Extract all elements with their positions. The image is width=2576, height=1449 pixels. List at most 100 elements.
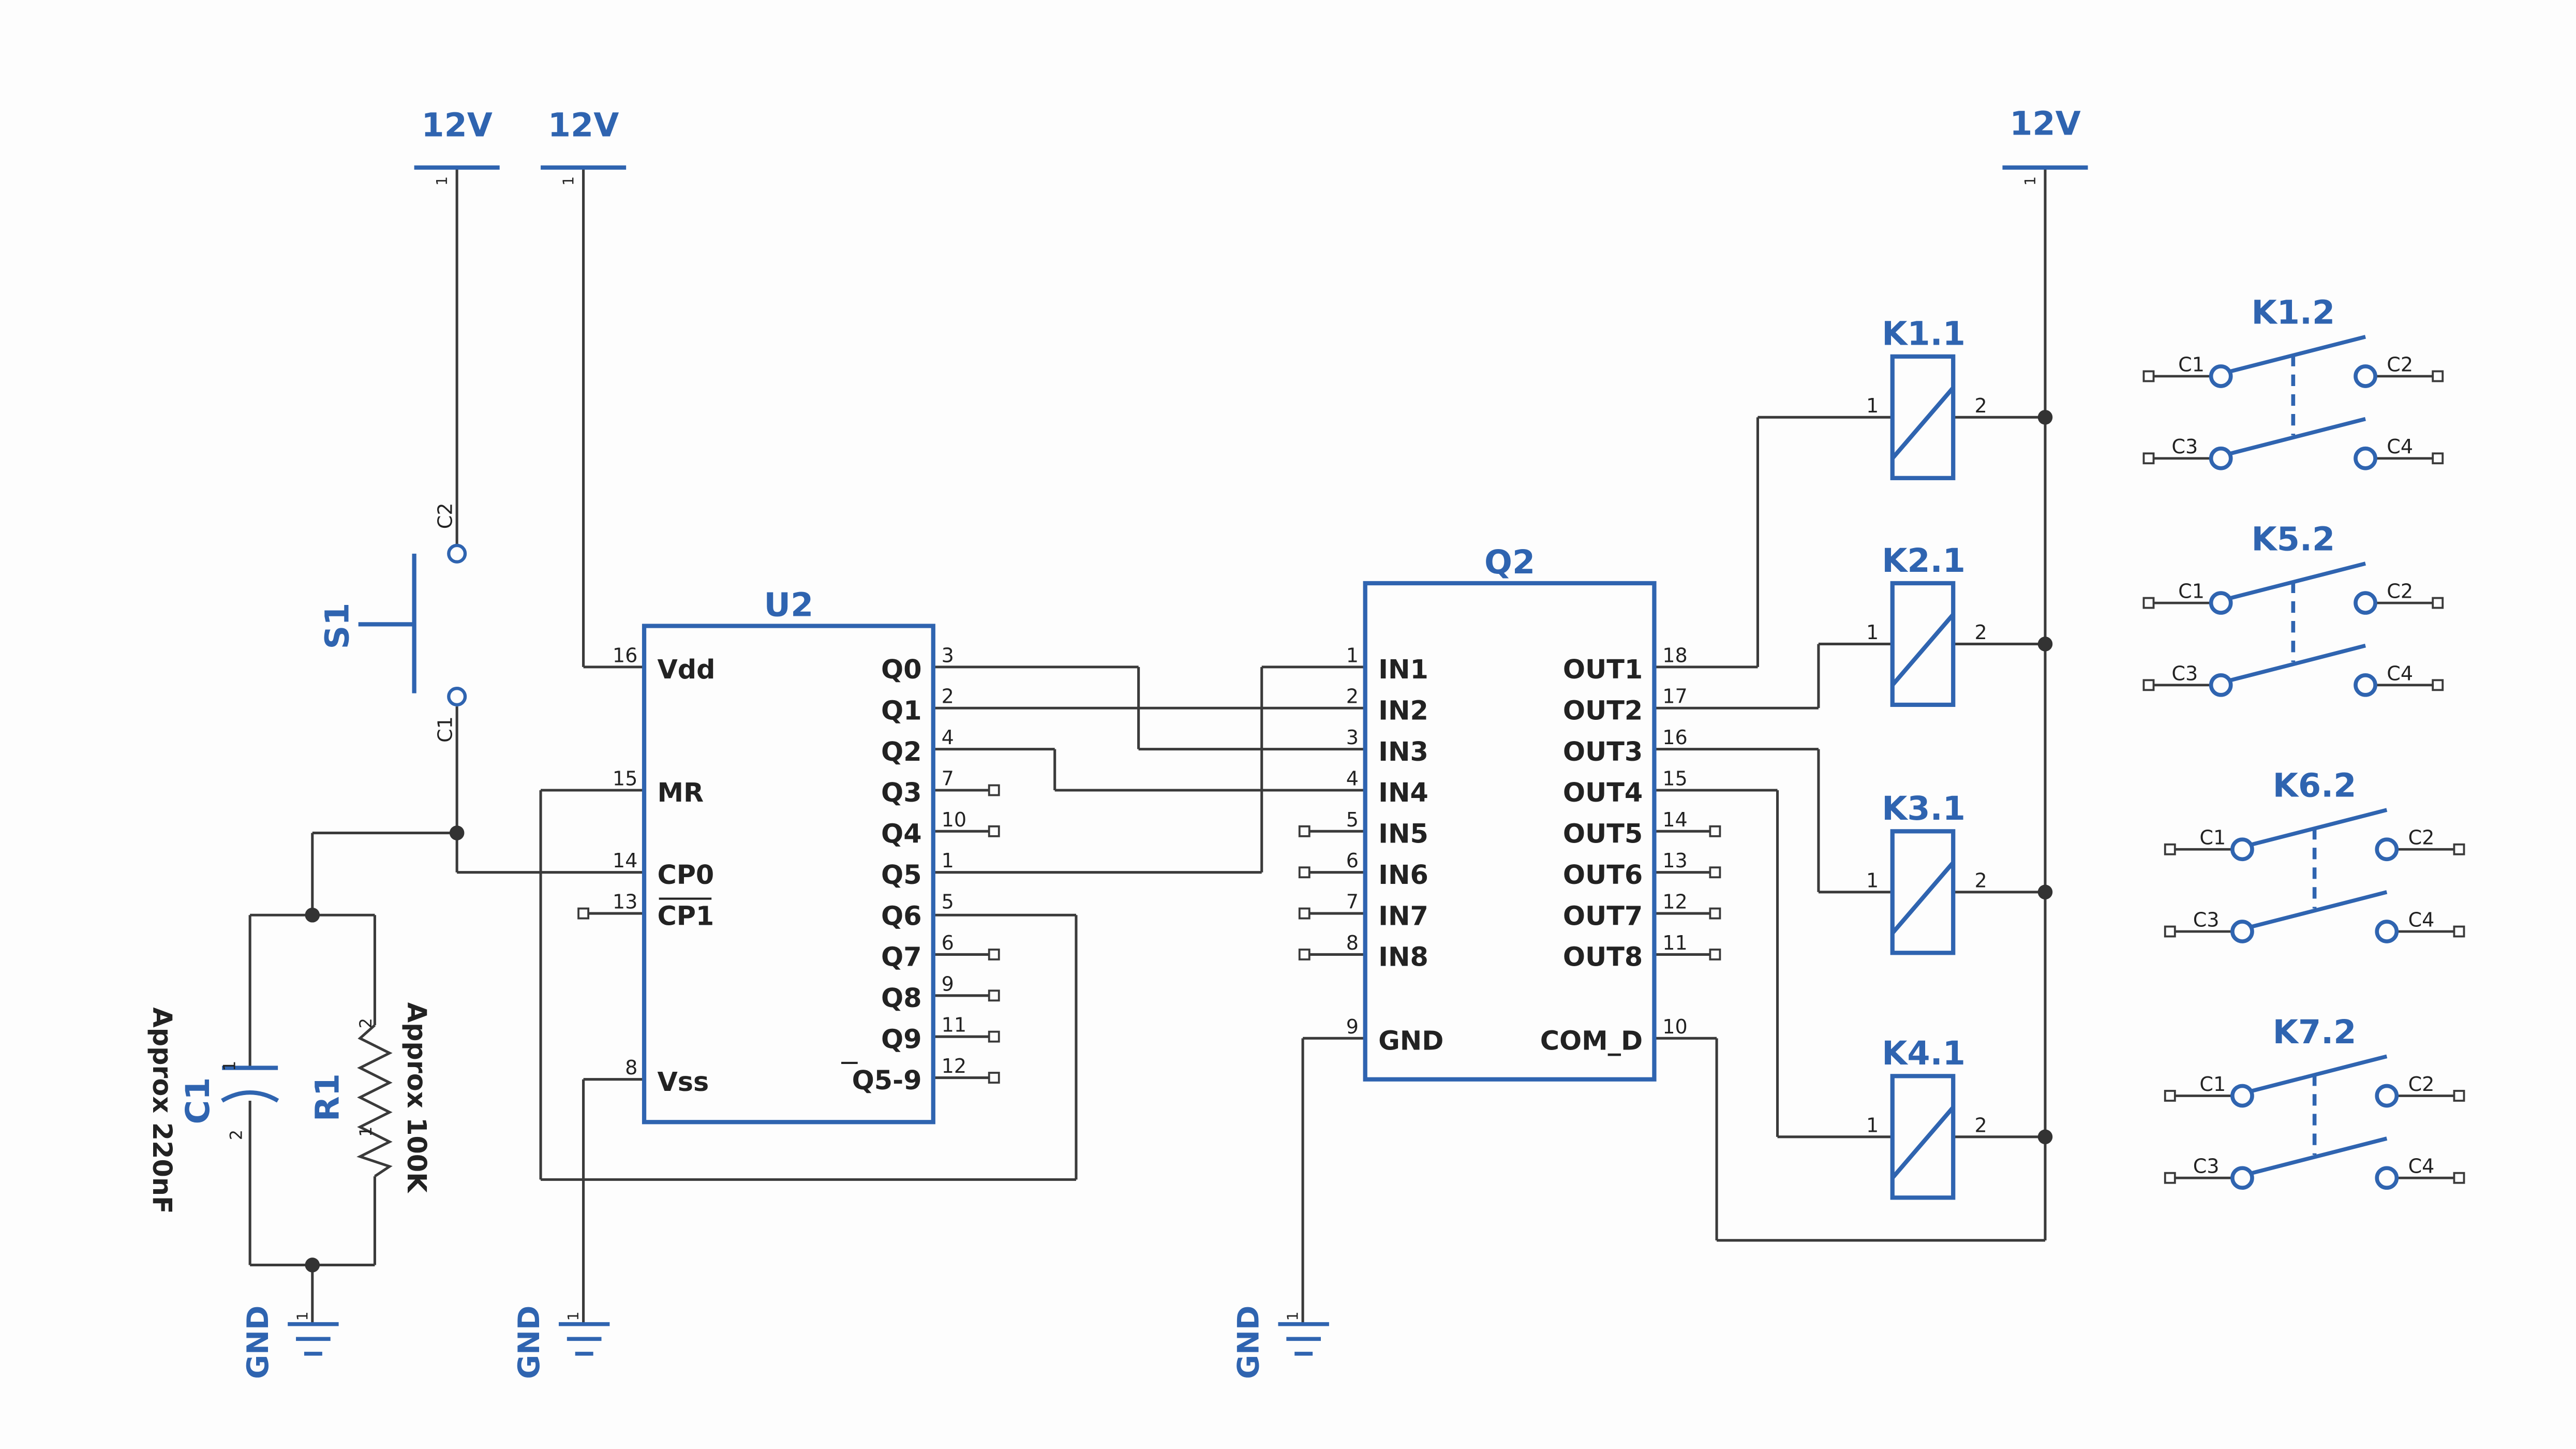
q2-pin-label: IN7: [1378, 900, 1428, 931]
contact-pin-c4: C4: [2387, 662, 2413, 685]
u2-pin-number: 15: [613, 767, 637, 790]
contact-pin-c4: C4: [2408, 1155, 2435, 1178]
q2-pin-number: 2: [1346, 685, 1359, 708]
u2-pin-number: 4: [942, 726, 954, 749]
rail-pin-label: 1: [433, 176, 451, 186]
q2-pin-label: GND: [1378, 1026, 1443, 1056]
switch-pin-c1: C1: [434, 716, 457, 743]
contact-pin-c3: C3: [2171, 662, 2198, 685]
q2-pin-label: OUT1: [1563, 654, 1643, 685]
q2-pin-number: 10: [1662, 1015, 1687, 1038]
u2-pin-number: 12: [942, 1055, 966, 1077]
q2-pin-label: OUT6: [1563, 860, 1643, 890]
coil-name: K3.1: [1882, 789, 1965, 827]
resistor-value: Approx 100K: [401, 1002, 432, 1193]
q2-pin-label: IN6: [1378, 860, 1428, 890]
coil-pin-1: 1: [1866, 394, 1879, 417]
resistor-name: R1: [308, 1073, 347, 1121]
coil-pin-1: 1: [1866, 1114, 1879, 1136]
q2-pin-number: 3: [1346, 726, 1359, 749]
contact-pin-c2: C2: [2387, 353, 2413, 376]
contact-pin-c1: C1: [2199, 826, 2226, 849]
q2-pin-number: 15: [1662, 767, 1687, 790]
rail-pin-label: 1: [2021, 176, 2039, 186]
u2-pin-number: 16: [613, 644, 637, 667]
contact-name: K6.2: [2273, 766, 2357, 805]
capacitor-value: Approx 220nF: [147, 1007, 177, 1214]
contact-pin-c2: C2: [2408, 826, 2435, 849]
u2-pin-label: Q0: [881, 654, 922, 685]
u2-pin-label: Q5-9: [852, 1065, 922, 1096]
power-rail-label-b: 12V: [548, 106, 619, 144]
u2-pin-label: Vss: [657, 1067, 709, 1097]
q2-pin-number: 7: [1346, 891, 1359, 913]
coil-pin-2: 2: [1974, 621, 1987, 644]
contact-pin-c1: C1: [2199, 1073, 2226, 1096]
coil-name: K4.1: [1882, 1034, 1965, 1072]
u2-pin-label: Q4: [881, 819, 922, 849]
contact-pin-c1: C1: [2178, 580, 2205, 603]
resistor-pin-1: 1: [357, 1127, 376, 1137]
contact-pin-c3: C3: [2193, 1155, 2220, 1178]
u2-pin-label: Q1: [881, 695, 922, 726]
u2-pin-label: Q6: [881, 900, 922, 931]
u2-pin-number: 9: [942, 972, 954, 995]
u2-pin-label: Q3: [881, 777, 922, 808]
q2-pin-number: 9: [1346, 1015, 1359, 1038]
coil-pin-1: 1: [1866, 869, 1879, 892]
power-rail-label-a: 12V: [421, 106, 492, 144]
u2-pin-number: 2: [942, 685, 954, 708]
u2-pin-label: MR: [657, 777, 704, 808]
q2-pin-label: IN8: [1378, 942, 1428, 972]
ground-pin-label: 1: [1284, 1311, 1302, 1321]
u2-pin-number: 1: [942, 849, 954, 872]
coil-pin-2: 2: [1974, 1114, 1987, 1136]
q2-pin-number: 18: [1662, 644, 1687, 667]
q2-name: Q2: [1484, 543, 1535, 581]
contact-pin-c4: C4: [2408, 908, 2435, 931]
ground-label-c: GND: [1231, 1306, 1265, 1379]
u2-name: U2: [764, 585, 814, 624]
u2-pin-number: 13: [613, 891, 637, 913]
u2-pin-label: Q7: [881, 942, 922, 972]
u2-pin-label: Q9: [881, 1024, 922, 1054]
contact-pin-c3: C3: [2193, 908, 2220, 931]
u2-chip: [642, 624, 935, 1125]
capacitor-pin-2: 2: [227, 1130, 246, 1140]
resistor-pin-2: 2: [357, 1018, 376, 1028]
ground-label-b: GND: [512, 1306, 546, 1379]
contact-pin-c3: C3: [2171, 435, 2198, 458]
u2-pin-number: 6: [942, 931, 954, 954]
contact-pin-c2: C2: [2387, 580, 2413, 603]
capacitor-name: C1: [178, 1077, 217, 1125]
contact-name: K7.2: [2273, 1013, 2357, 1051]
q2-pin-number: 12: [1662, 891, 1687, 913]
ground-pin-label: 1: [293, 1311, 311, 1321]
u2-pin-label: Q5: [881, 860, 922, 890]
q2-pin-label: IN1: [1378, 654, 1428, 685]
q2-pin-label: IN3: [1378, 736, 1428, 767]
u2-pin-label: Q2: [881, 736, 922, 767]
q2-pin-label: OUT8: [1563, 942, 1643, 972]
u2-pin-number: 8: [625, 1056, 637, 1079]
q2-pin-label: IN5: [1378, 819, 1428, 849]
switch-pin-c2: C2: [434, 502, 457, 529]
contact-pin-c2: C2: [2408, 1073, 2435, 1096]
q2-pin-number: 6: [1346, 849, 1359, 872]
coil-name: K2.1: [1882, 541, 1965, 580]
u2-pin-number: 14: [613, 849, 637, 872]
power-rail-label-c: 12V: [2009, 104, 2080, 142]
u2-pin-number: 3: [942, 644, 954, 667]
capacitor-pin-1: 1: [221, 1061, 240, 1071]
coil-pin-2: 2: [1974, 869, 1987, 892]
q2-pin-number: 11: [1662, 931, 1687, 954]
q2-pin-number: 4: [1346, 767, 1359, 790]
contact-pin-c1: C1: [2178, 353, 2205, 376]
q2-pin-label: OUT7: [1563, 900, 1643, 931]
contact-pin-c4: C4: [2387, 435, 2413, 458]
q2-pin-number: 13: [1662, 849, 1687, 872]
u2-pin-label: CP1: [657, 900, 714, 931]
contact-name: K5.2: [2252, 520, 2335, 558]
